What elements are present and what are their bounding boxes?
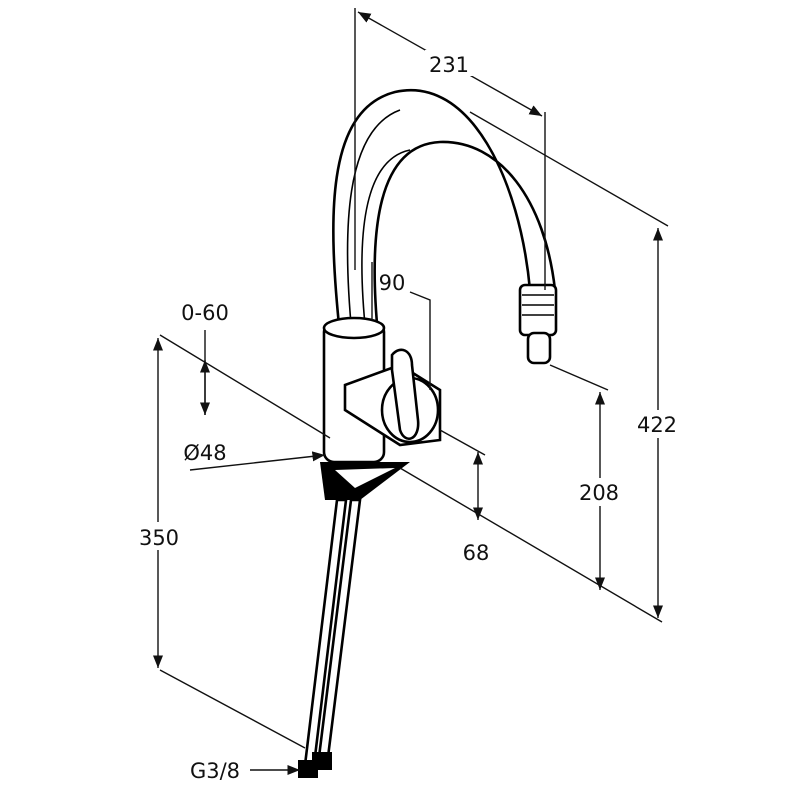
faucet [298, 88, 558, 778]
dim-350-label: 350 [139, 526, 179, 550]
lever-handle [390, 348, 420, 440]
dim-68-label: 68 [463, 541, 490, 565]
dim-422-label: 422 [637, 413, 677, 437]
dimension-lines [152, 8, 669, 776]
dim-90-label: 90 [379, 271, 406, 295]
dim-0-60-label: 0-60 [181, 301, 229, 325]
dim-208-label: 208 [579, 481, 619, 505]
dim-diameter-48-label: Ø48 [183, 441, 226, 465]
dim-231-label: 231 [429, 53, 469, 77]
thread-g3-8-label: G3/8 [190, 759, 240, 783]
spout-nozzle [518, 283, 558, 337]
hose-nut-2 [312, 752, 332, 770]
